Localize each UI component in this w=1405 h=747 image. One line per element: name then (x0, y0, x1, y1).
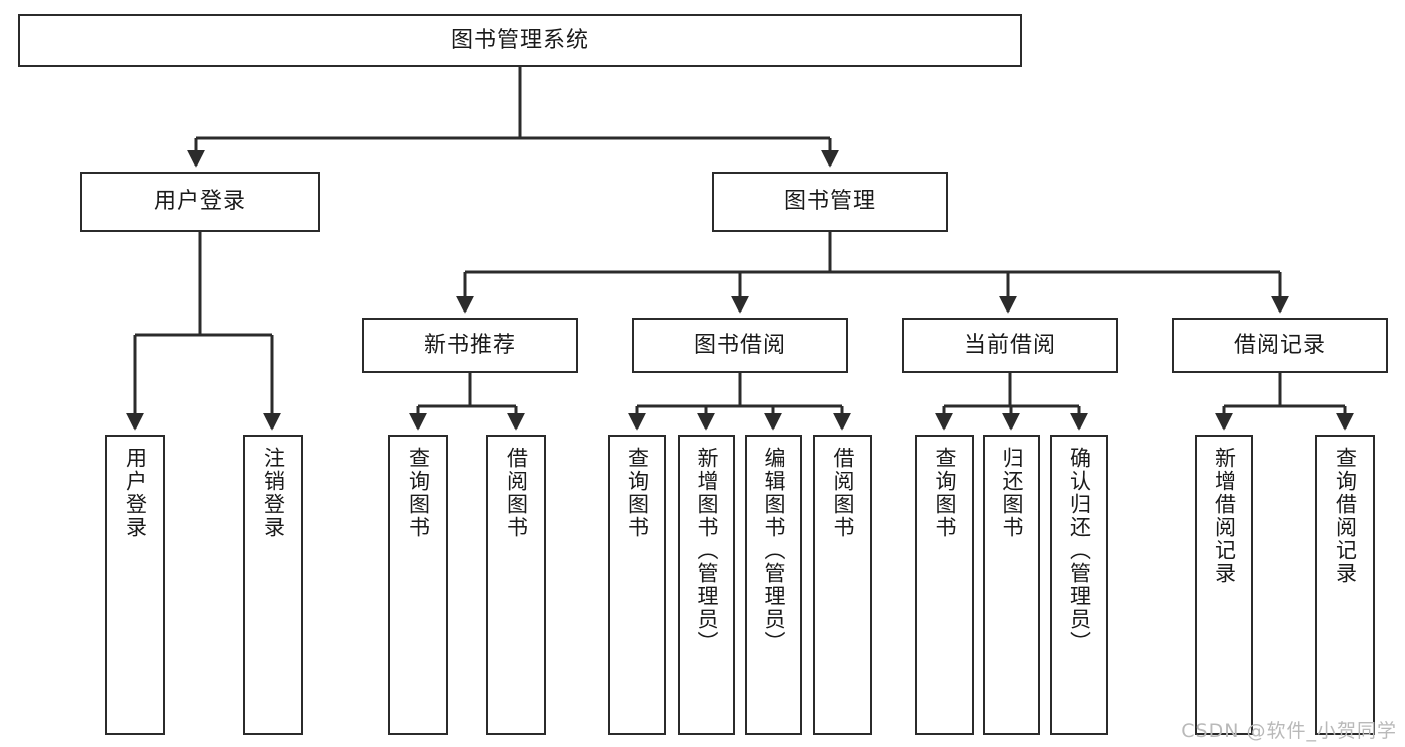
node-leaf-borrow-query-book[interactable]: 查询图书 (608, 435, 666, 735)
node-user-login-label: 用户登录 (153, 189, 246, 215)
node-leaf-borrow-borrow-book[interactable]: 借阅图书 (813, 435, 872, 735)
node-leaf-rec-borrow-book-label: 借阅图书 (504, 447, 529, 539)
node-new-book-rec-label: 新书推荐 (423, 332, 516, 358)
watermark-text: CSDN @软件_小贺同学 (1181, 720, 1397, 742)
node-book-borrow-label: 图书借阅 (693, 332, 786, 358)
node-leaf-rec-query-record[interactable]: 查询借阅记录 (1315, 435, 1375, 735)
node-borrow-record-label: 借阅记录 (1233, 332, 1326, 358)
node-leaf-cur-query-book-label: 查询图书 (932, 447, 957, 539)
node-leaf-cur-confirm-return-label: 确认归还（管理员） (1067, 447, 1092, 654)
node-current-borrow-label: 当前借阅 (963, 332, 1056, 358)
node-leaf-borrow-query-book-label: 查询图书 (625, 447, 650, 539)
node-leaf-cur-confirm-return[interactable]: 确认归还（管理员） (1050, 435, 1108, 735)
node-leaf-borrow-borrow-book-label: 借阅图书 (830, 447, 855, 539)
node-new-book-rec[interactable]: 新书推荐 (362, 318, 578, 373)
node-book-borrow[interactable]: 图书借阅 (632, 318, 848, 373)
node-user-login[interactable]: 用户登录 (80, 172, 320, 232)
node-leaf-borrow-edit-book[interactable]: 编辑图书（管理员） (745, 435, 802, 735)
node-leaf-user-logout[interactable]: 注销登录 (243, 435, 303, 735)
node-borrow-record[interactable]: 借阅记录 (1172, 318, 1388, 373)
node-book-manage-label: 图书管理 (783, 189, 876, 215)
node-leaf-borrow-add-book-label: 新增图书（管理员） (694, 447, 719, 654)
node-book-manage[interactable]: 图书管理 (712, 172, 948, 232)
node-leaf-rec-query-record-label: 查询借阅记录 (1333, 447, 1358, 585)
node-current-borrow[interactable]: 当前借阅 (902, 318, 1118, 373)
node-leaf-cur-query-book[interactable]: 查询图书 (915, 435, 974, 735)
node-leaf-cur-return-book-label: 归还图书 (999, 447, 1024, 539)
node-leaf-borrow-add-book[interactable]: 新增图书（管理员） (678, 435, 735, 735)
node-leaf-user-logout-label: 注销登录 (261, 447, 286, 539)
node-leaf-rec-borrow-book[interactable]: 借阅图书 (486, 435, 546, 735)
node-root-label: 图书管理系统 (450, 27, 589, 53)
node-leaf-user-login[interactable]: 用户登录 (105, 435, 165, 735)
node-leaf-rec-add-record-label: 新增借阅记录 (1212, 447, 1237, 585)
node-leaf-cur-return-book[interactable]: 归还图书 (983, 435, 1040, 735)
node-leaf-rec-query-book-label: 查询图书 (406, 447, 431, 539)
node-leaf-rec-add-record[interactable]: 新增借阅记录 (1195, 435, 1253, 735)
node-leaf-rec-query-book[interactable]: 查询图书 (388, 435, 448, 735)
node-leaf-borrow-edit-book-label: 编辑图书（管理员） (761, 447, 786, 654)
node-root[interactable]: 图书管理系统 (18, 14, 1022, 67)
node-leaf-user-login-label: 用户登录 (123, 447, 148, 539)
